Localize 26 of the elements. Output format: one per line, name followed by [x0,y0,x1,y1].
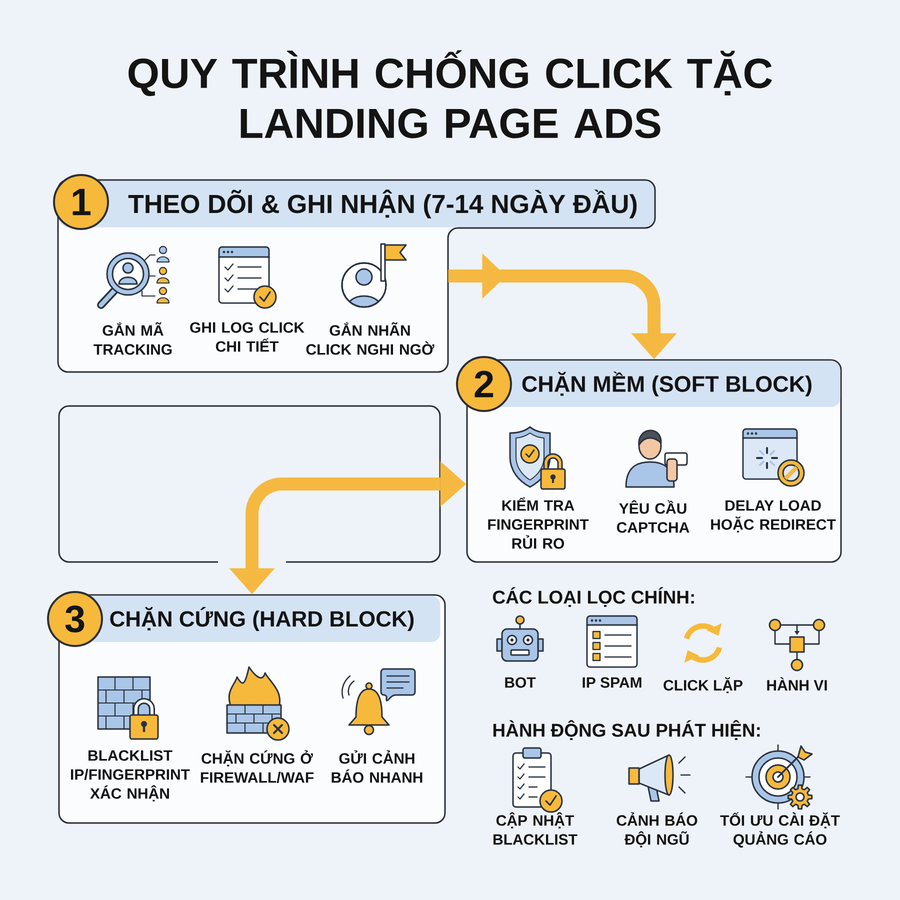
item-caption: BOT [505,677,536,688]
item-caption: CẬP NHẬT BLACKLIST [494,812,578,845]
item-caption: KIỂM TRA FINGERPRINT RỦI RO [488,497,589,549]
item-caption: CLICK LẶP [664,677,742,694]
number-badge: 3 [47,591,103,647]
item-caption: BLACKLIST IP/FINGERPRINT XÁC NHẬN [71,750,190,802]
item-caption: TỐI ƯU CÀI ĐẶT QUẢNG CÁO [720,812,840,848]
section-heading: CÁC LOẠI LỌC CHÍNH: [492,587,694,607]
item-caption: CẢNH BÁO ĐỘI NGŨ [616,812,698,848]
section-heading: HÀNH ĐỘNG SAU PHÁT HIỆN: [493,720,760,740]
item-caption: YÊU CẦU CAPTCHA [616,500,690,533]
item-caption: DELAY LOAD HOẶC REDIRECT [711,500,836,532]
stage-heading: THEO DÕI & GHI NHẬN (7-14 NGÀY ĐẦU) [128,190,637,218]
item-caption: IP SPAM [582,677,642,688]
stage-heading: CHẶN CỨNG (HARD BLOCK) [110,606,414,632]
empty-box [58,405,441,563]
item-caption: GHI LOG CLICK CHI TIẾT [190,322,304,352]
number-badge: 1 [53,174,109,230]
item-caption: GẮN MÃ TRACKING [94,322,172,355]
item-caption: HÀNH VI [767,677,827,690]
item-caption: GỬI CẢNH BÁO NHANH [332,750,422,783]
item-caption: GẮN NHÃN CLICK NGHI NGỜ [306,322,434,355]
stage-heading: CHẶN MỀM (SOFT BLOCK) [522,372,812,396]
item-caption: CHẶN CỨNG Ở FIREWALL/WAF [200,750,314,783]
number-badge: 2 [456,356,512,412]
title: QUY TRÌNH CHỐNG CLICK TẶC LANDING PAGE ADS [128,50,772,138]
